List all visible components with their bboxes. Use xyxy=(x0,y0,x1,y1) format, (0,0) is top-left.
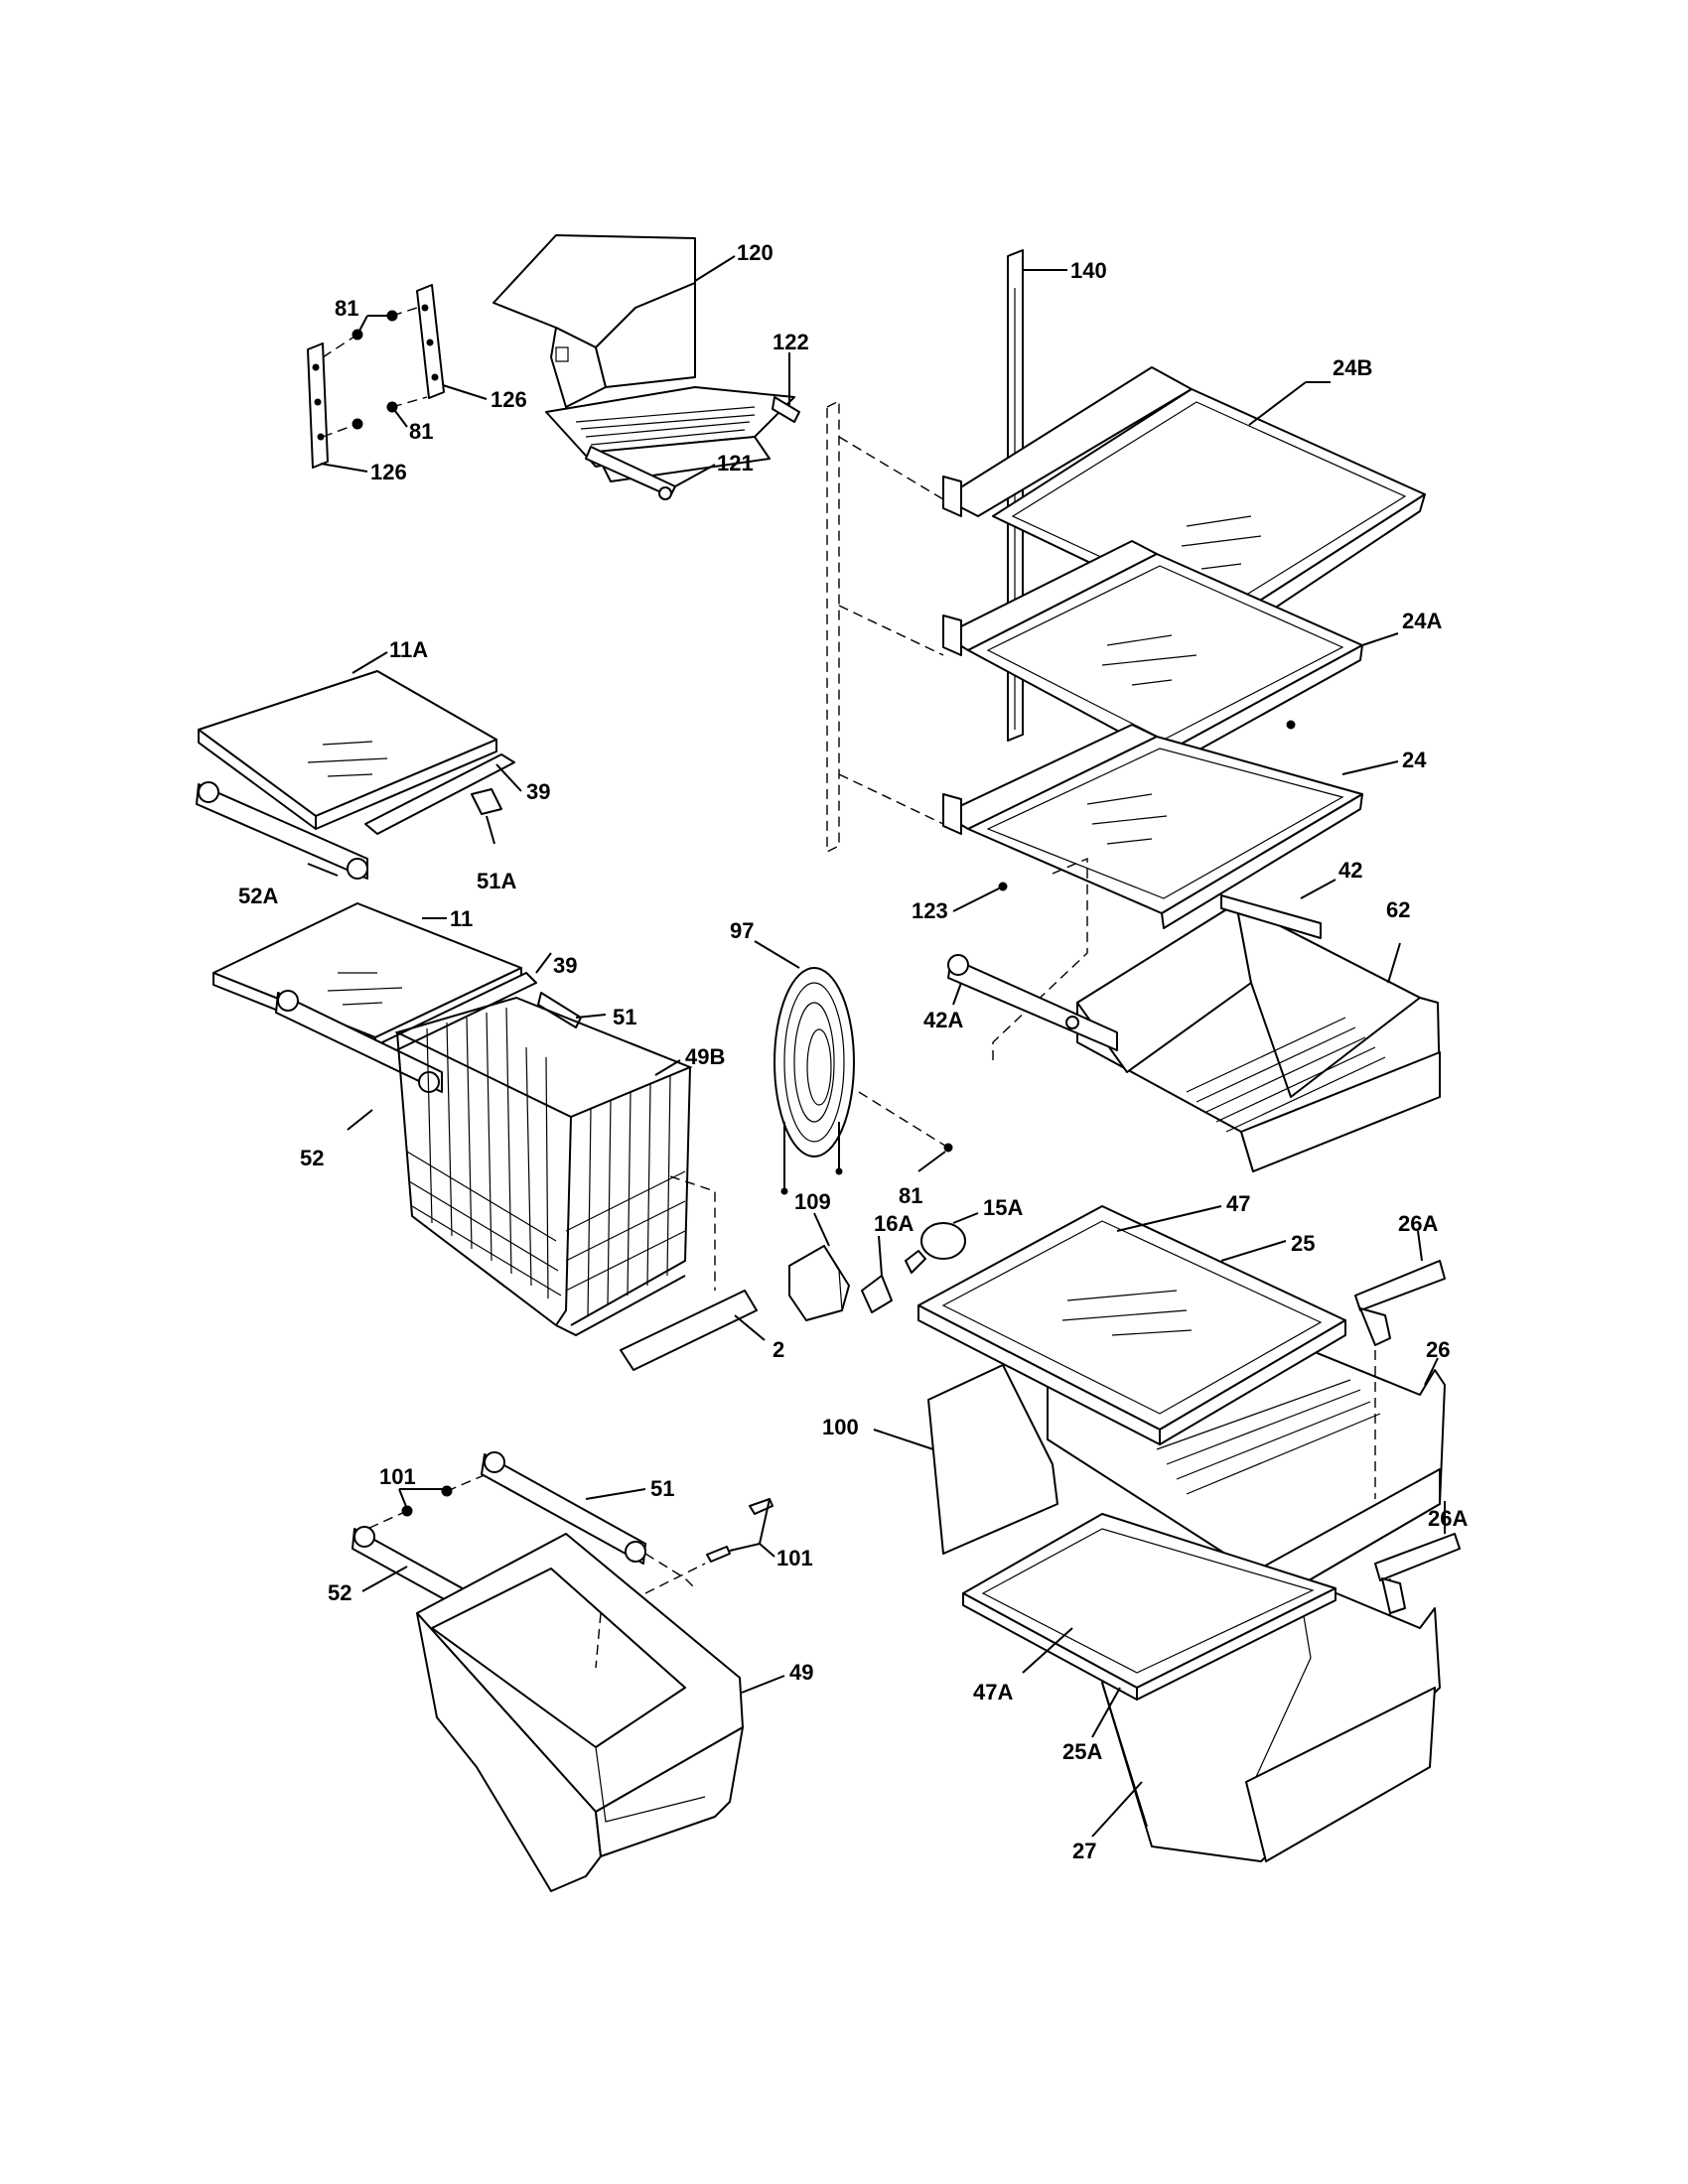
label-49b: 49B xyxy=(685,1044,725,1069)
part-25-47-glass-cover xyxy=(917,1205,1346,1445)
part-126-bracket-upper xyxy=(416,284,488,400)
label-51-a: 51 xyxy=(613,1005,636,1029)
part-26a-bracket-top xyxy=(1354,1230,1446,1346)
label-25: 25 xyxy=(1291,1231,1315,1256)
part-81-screws-brackets xyxy=(322,307,428,438)
label-15a: 15A xyxy=(983,1195,1023,1220)
label-121: 121 xyxy=(717,451,754,476)
part-2-door-trim xyxy=(620,1175,766,1371)
label-47: 47 xyxy=(1226,1191,1250,1216)
label-101-b: 101 xyxy=(776,1546,813,1570)
label-81-b: 81 xyxy=(409,419,433,444)
part-rail-left-dotted xyxy=(826,399,840,854)
part-49-storage-bin xyxy=(416,1533,785,1892)
part-109-light-cover xyxy=(788,1212,850,1321)
label-47a: 47A xyxy=(973,1680,1013,1705)
label-26a-bottom: 26A xyxy=(1428,1506,1468,1531)
label-120: 120 xyxy=(737,240,774,265)
part-24b-glass-shelf xyxy=(942,366,1426,641)
part-101-screws-left xyxy=(366,1473,488,1530)
callout-labels: 120 140 81 81 126 126 122 121 24B 24A 24… xyxy=(238,240,1468,1863)
label-27: 27 xyxy=(1072,1839,1096,1863)
label-26: 26 xyxy=(1426,1337,1450,1362)
part-123-screws xyxy=(952,720,1296,912)
label-24: 24 xyxy=(1402,748,1427,772)
part-49b-wire-basket xyxy=(394,996,693,1337)
label-101-a: 101 xyxy=(379,1464,416,1489)
label-122: 122 xyxy=(773,330,809,354)
label-81-c: 81 xyxy=(899,1183,922,1208)
part-51-slide-lower xyxy=(481,1451,696,1589)
part-16a-socket xyxy=(861,1235,893,1313)
part-81-screw-coil xyxy=(858,1091,953,1172)
label-126-a: 126 xyxy=(491,387,527,412)
label-39-b: 39 xyxy=(553,953,577,978)
label-109: 109 xyxy=(794,1189,831,1214)
label-52-a: 52 xyxy=(300,1146,324,1170)
part-121-122-bin-support xyxy=(585,352,800,500)
label-52-b: 52 xyxy=(328,1580,352,1605)
label-39-a: 39 xyxy=(526,779,550,804)
part-42a-crisper-slide xyxy=(947,954,1118,1051)
label-11: 11 xyxy=(450,906,473,931)
part-24a-glass-shelf xyxy=(942,540,1399,770)
label-140: 140 xyxy=(1070,258,1107,283)
part-15a-light-bulb xyxy=(905,1212,979,1274)
label-24a: 24A xyxy=(1402,609,1442,633)
part-51a-clip xyxy=(471,788,502,845)
label-81-a: 81 xyxy=(335,296,358,321)
part-52a-slide xyxy=(196,781,368,880)
part-62-crisper-drawer xyxy=(1076,879,1441,1172)
part-24-glass-shelf xyxy=(942,724,1399,929)
label-11a: 11A xyxy=(389,637,428,662)
part-11a-glass-shelf xyxy=(198,651,497,830)
part-100-panel xyxy=(873,1364,1058,1555)
part-dashed-rail-guides xyxy=(595,1563,706,1669)
label-123: 123 xyxy=(912,898,948,923)
label-26a-top: 26A xyxy=(1398,1211,1438,1236)
label-126-b: 126 xyxy=(370,460,407,484)
part-26a-bracket-bottom xyxy=(1374,1501,1461,1614)
label-42: 42 xyxy=(1338,858,1362,883)
part-shelf-hook-dashes xyxy=(838,436,1088,1062)
part-47a-25a-drawer-cover xyxy=(962,1513,1336,1738)
label-51-b: 51 xyxy=(650,1476,674,1501)
part-39-retainer-upper xyxy=(364,753,522,835)
part-120-top-bin xyxy=(492,234,795,482)
label-62: 62 xyxy=(1386,897,1410,922)
label-2: 2 xyxy=(773,1337,784,1362)
label-24b: 24B xyxy=(1333,355,1372,380)
part-97-heater-coil xyxy=(754,940,855,1195)
label-25a: 25A xyxy=(1062,1739,1102,1764)
label-97: 97 xyxy=(730,918,754,943)
part-11-glass-shelf xyxy=(212,902,522,1050)
label-51a: 51A xyxy=(477,869,516,893)
part-101-screws-right xyxy=(706,1498,775,1563)
label-16a: 16A xyxy=(874,1211,914,1236)
label-49: 49 xyxy=(789,1660,813,1685)
label-52a: 52A xyxy=(238,884,278,908)
label-100: 100 xyxy=(822,1415,859,1439)
part-126-bracket-lower xyxy=(307,342,368,473)
label-42a: 42A xyxy=(923,1008,963,1032)
